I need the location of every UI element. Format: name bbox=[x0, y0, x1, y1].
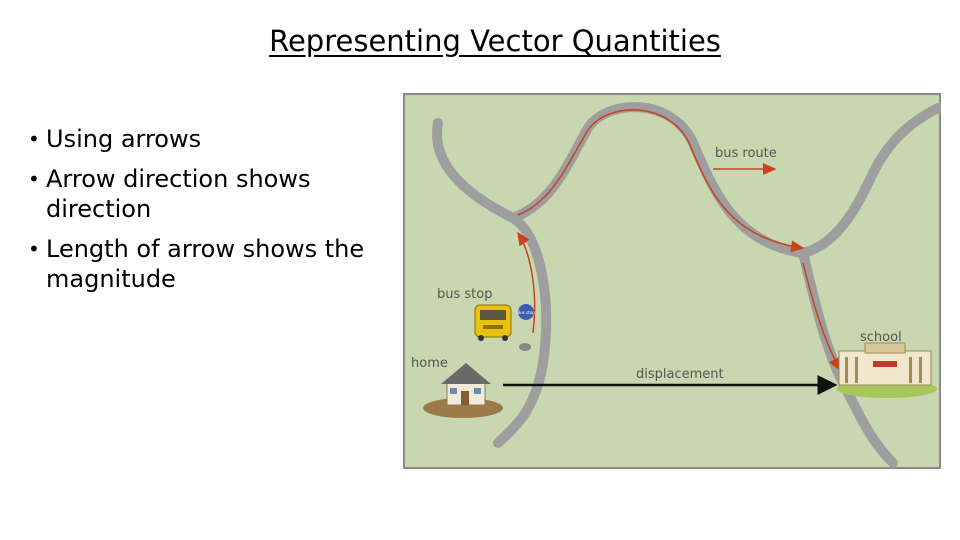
road-right-upper bbox=[798, 103, 941, 258]
bullet-item: Using arrows bbox=[28, 124, 408, 154]
bullet-item: Length of arrow shows the magnitude bbox=[28, 234, 408, 294]
house-icon bbox=[423, 363, 503, 418]
bus-stop-sign-text: Bus stop bbox=[517, 310, 535, 315]
route-map-diagram: bus route displacement bus stop Bus stop… bbox=[403, 93, 941, 469]
route-segment-up bbox=[517, 231, 536, 334]
slide-title: Representing Vector Quantities bbox=[269, 24, 721, 58]
route-segment-arc bbox=[517, 109, 805, 253]
home-label: home bbox=[411, 356, 448, 371]
bullet-list: Using arrows Arrow direction shows direc… bbox=[28, 124, 408, 304]
bus-stop-sign-icon: Bus stop bbox=[517, 304, 535, 351]
bus-icon bbox=[474, 304, 512, 341]
bus-route-label: bus route bbox=[715, 146, 777, 161]
school-building-icon bbox=[837, 342, 937, 398]
route-segment-down bbox=[802, 262, 841, 372]
bus-stop-label: bus stop bbox=[437, 287, 492, 302]
road-left bbox=[432, 118, 552, 448]
school-label: school bbox=[860, 330, 902, 345]
bullet-item: Arrow direction shows direction bbox=[28, 164, 408, 224]
displacement-label: displacement bbox=[636, 367, 724, 382]
bus-route-path bbox=[517, 109, 841, 372]
